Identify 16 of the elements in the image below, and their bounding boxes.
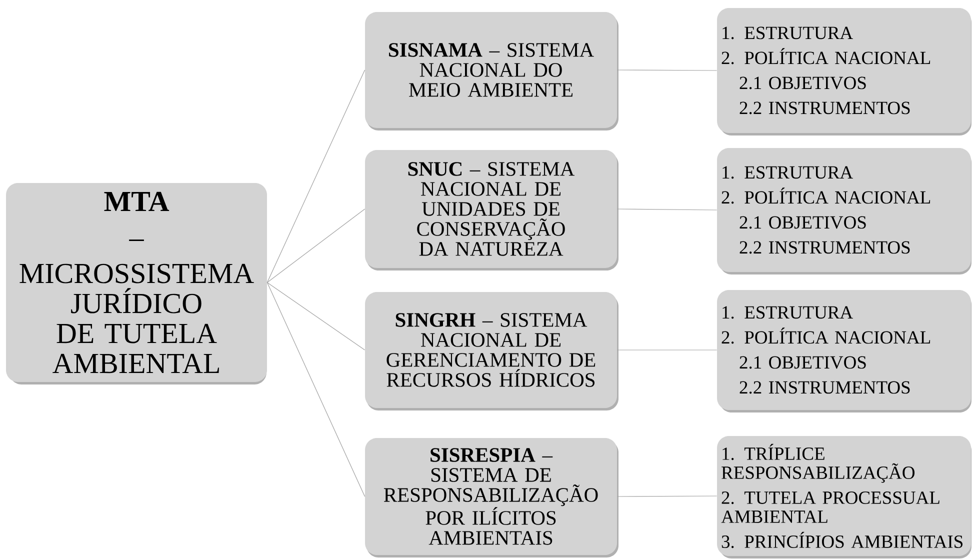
system-box: SISNAMA – SISTEMA NACIONAL DO MEIO AMBIENTE — [365, 12, 618, 130]
topic-list-box: 1. ESTRUTURA 2. POLÍTICA NACIONAL 2.1 OBJETIVOS 2.2 INSTRUMENTOS — [717, 8, 972, 136]
connector-line — [266, 282, 366, 350]
system-box: SINGRH – SISTEMA NACIONAL DE GERENCIAMENTO DE RECURSOS HÍDRICOS — [365, 292, 618, 410]
connector-line — [616, 496, 718, 497]
connector-line — [616, 70, 718, 71]
topic-list-box: 1. ESTRUTURA 2. POLÍTICA NACIONAL 2.1 OBJETIVOS 2.2 INSTRUMENTOS — [717, 148, 972, 274]
topic-list-box: 1. ESTRUTURA 2. POLÍTICA NACIONAL 2.1 OBJETIVOS 2.2 INSTRUMENTOS — [717, 290, 972, 412]
system-box: SISRESPIA – SISTEMA DE RESPONSABILIZAÇÃO POR ILÍCITOS AMBIENTAIS — [365, 438, 618, 558]
connector-line — [266, 70, 366, 283]
connector-line — [266, 208, 366, 283]
topic-list-box: 1. TRÍPLICE RESPONSABILIZAÇÃO 2. TUTELA PROCESSUAL AMBIENTAL 3. PRINCÍPIOS AMBIENTAIS — [717, 436, 972, 558]
system-box: SNUC – SISTEMA NACIONAL DE UNIDADES DE CONSERVAÇÃO DA NATUREZA — [365, 150, 618, 270]
connector-line — [616, 208, 718, 210]
connector-line — [266, 282, 366, 497]
root-box: MTA – MICROSSISTEMA JURÍDICO DE TUTELA AMBIENTAL — [6, 183, 267, 384]
